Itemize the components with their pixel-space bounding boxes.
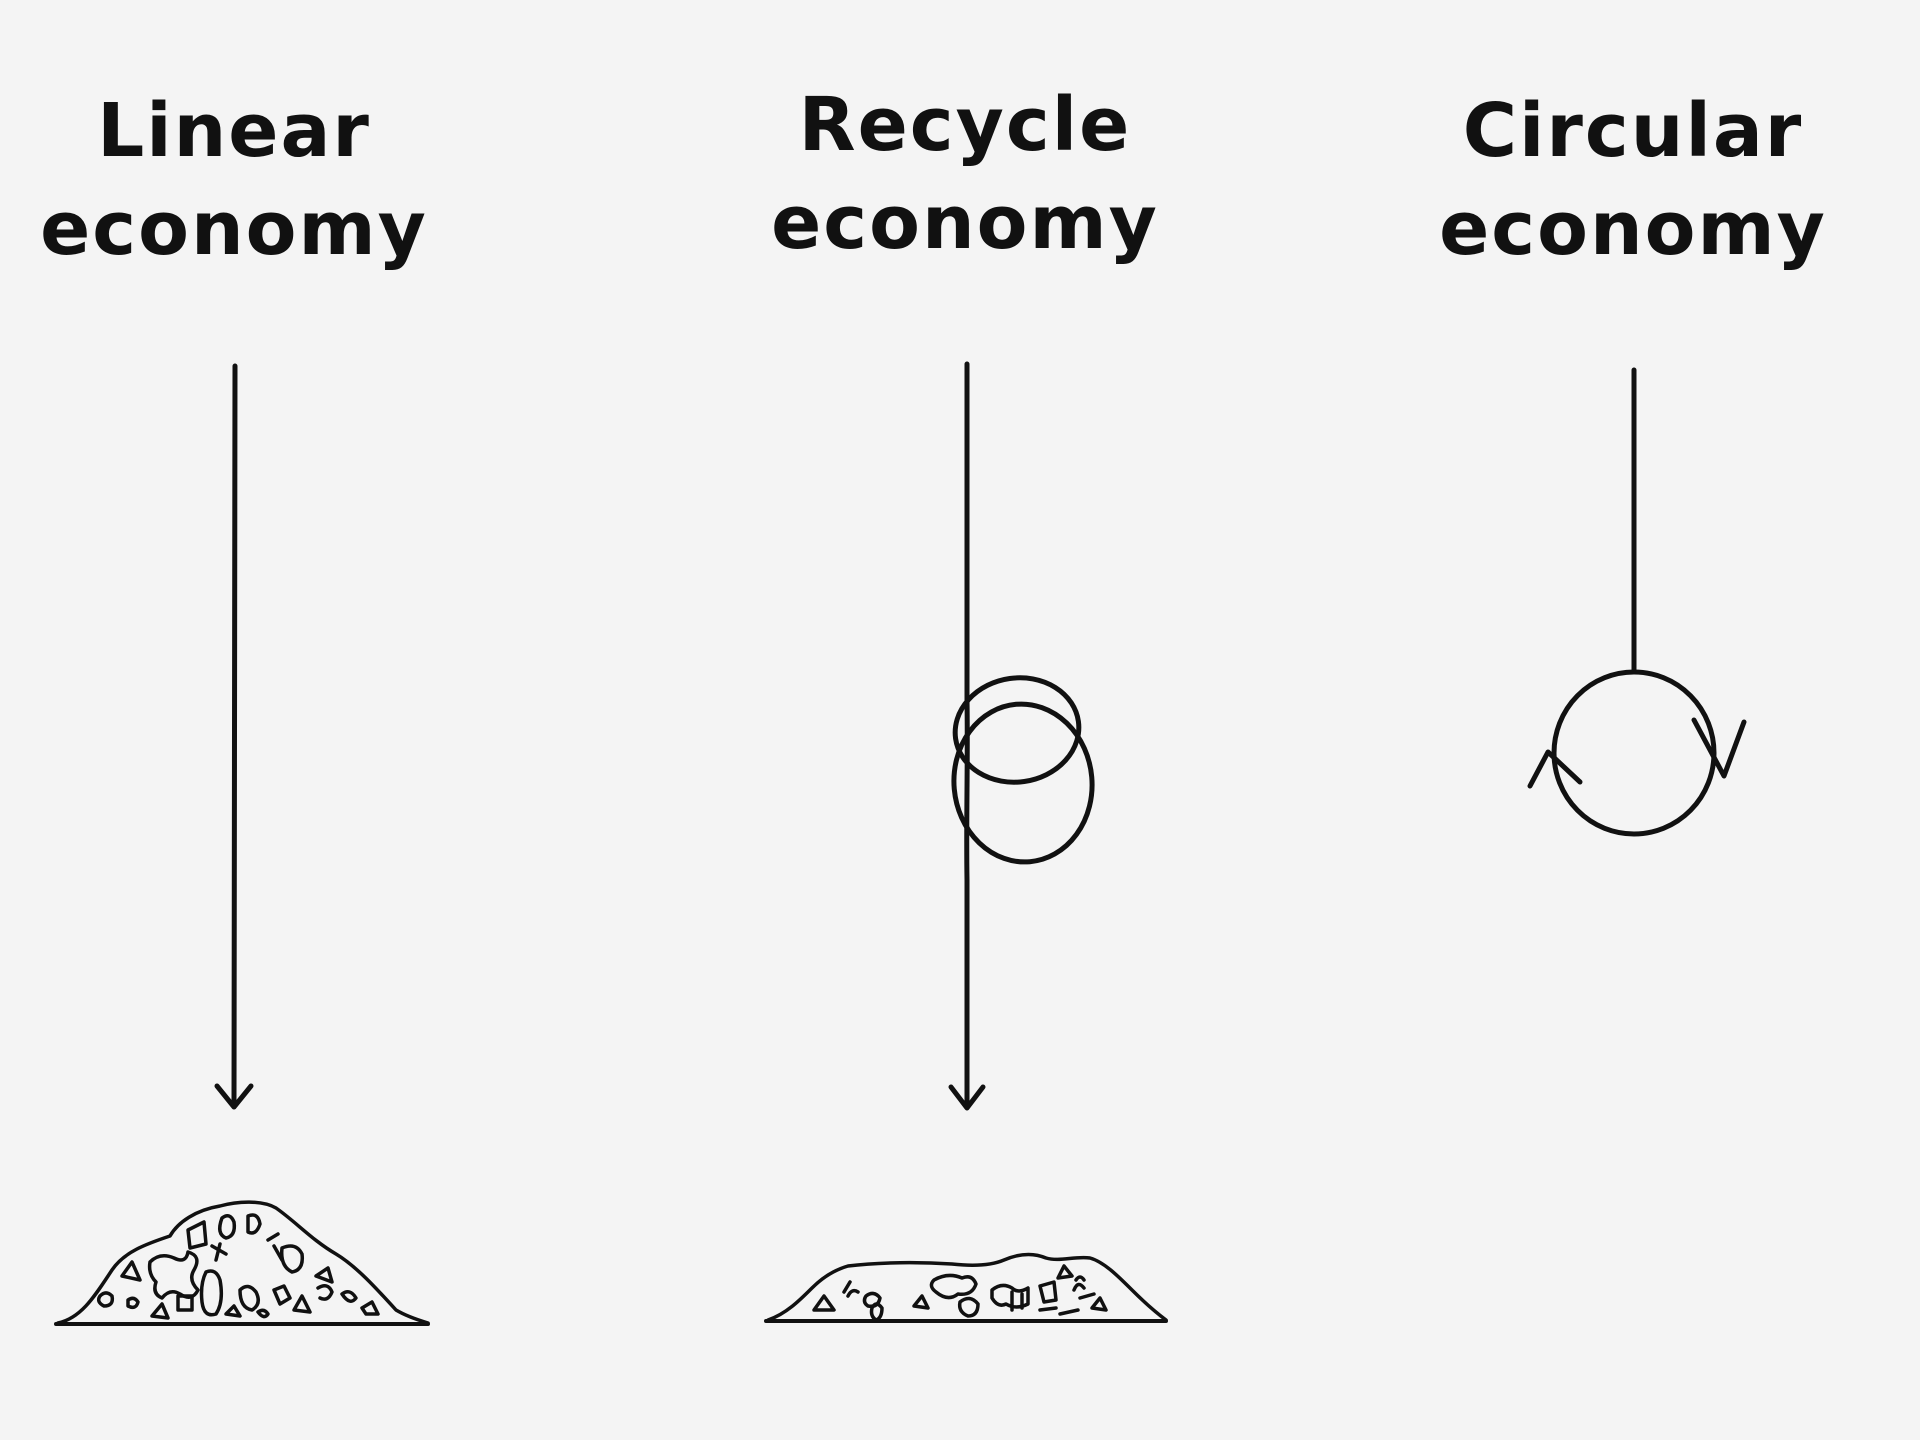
circular-heading-line1: Circular — [1462, 88, 1804, 174]
linear-economy-heading: Linear economy — [0, 82, 494, 278]
circular-heading-line2: economy — [1439, 186, 1827, 272]
arrowhead-down-icon — [948, 1084, 986, 1111]
circular-economy-heading: Circular economy — [1373, 82, 1893, 278]
clockwise-arrowhead-icon — [1691, 717, 1747, 779]
linear-waste-pile-icon — [54, 1200, 430, 1326]
linear-heading-line2: economy — [40, 186, 428, 272]
recycle-economy-heading: Recycle economy — [705, 76, 1225, 272]
recycle-heading-line1: Recycle — [798, 82, 1132, 168]
counterclockwise-arrowhead-icon — [1527, 749, 1583, 789]
linear-heading-line1: Linear — [97, 88, 371, 174]
arrowhead-down-icon — [214, 1083, 254, 1110]
recycle-heading-line2: economy — [771, 180, 1159, 266]
recycle-flow-arrow — [948, 361, 986, 1111]
recycle-loop-icon — [951, 675, 1095, 865]
linear-flow-arrow — [214, 363, 254, 1110]
recycle-waste-pile-icon — [764, 1252, 1168, 1323]
circular-loop-icon — [1527, 669, 1747, 837]
